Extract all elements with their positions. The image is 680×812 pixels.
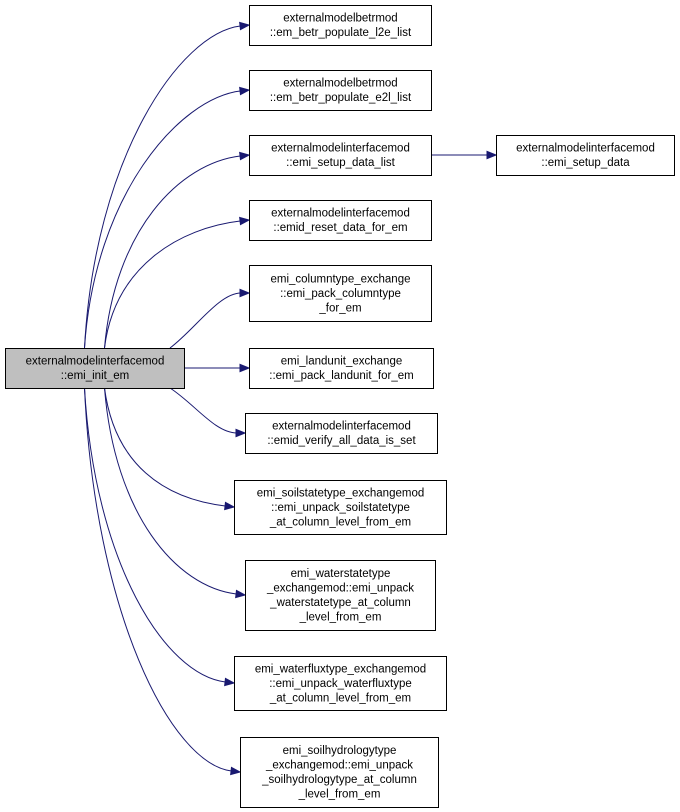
node-box	[249, 348, 434, 389]
edge-root-to-n7	[169, 387, 247, 438]
node-label-line: _level_from_em	[299, 612, 382, 624]
callee-node-n9[interactable]: emi_waterstatetype_exchangemod::emi_unpa…	[245, 560, 436, 631]
arrowhead-icon	[239, 288, 251, 298]
callee-node-n11[interactable]: emi_soilhydrologytype_exchangemod::emi_u…	[240, 737, 439, 808]
node-label-line: ::emi_pack_columntype	[280, 288, 401, 300]
callee-node-n8[interactable]: emi_soilstatetype_exchangemod::emi_unpac…	[234, 480, 447, 535]
edge-path	[104, 220, 242, 349]
node-label-line: externalmodelinterfacemod	[26, 356, 165, 368]
node-label-line: ::emi_setup_data	[541, 157, 630, 169]
edge-root-to-n5	[169, 288, 251, 349]
arrowhead-icon	[239, 216, 251, 226]
edge-layer	[84, 21, 498, 776]
node-label-line: _waterstatetype_at_column	[269, 597, 411, 609]
node-box	[249, 200, 432, 241]
arrowhead-icon	[230, 766, 242, 776]
edge-root-to-n1	[84, 21, 251, 349]
callee-node-n5[interactable]: emi_columntype_exchange::emi_pack_column…	[249, 265, 432, 322]
node-label-line: emi_landunit_exchange	[281, 356, 402, 368]
node-label-line: ::emi_pack_landunit_for_em	[269, 370, 413, 382]
node-label-line: emi_columntype_exchange	[270, 273, 410, 285]
edge-root-to-n10	[84, 387, 236, 687]
node-label-line: ::emi_unpack_waterfluxtype	[269, 678, 412, 690]
callee-node-n3b[interactable]: externalmodelinterfacemod::emi_setup_dat…	[496, 135, 675, 176]
node-box	[496, 135, 675, 176]
edge-path	[104, 155, 242, 349]
arrowhead-icon	[239, 151, 251, 161]
edge-path	[84, 387, 227, 683]
node-box	[234, 656, 447, 711]
edge-root-to-n9	[104, 387, 247, 599]
edge-root-to-n3	[104, 151, 251, 349]
node-label-line: _at_column_level_from_em	[269, 692, 411, 704]
edge-path	[84, 90, 242, 349]
node-box	[249, 70, 432, 111]
node-label-line: emi_soilstatetype_exchangemod	[257, 487, 425, 499]
node-box	[249, 265, 432, 322]
node-label-line: emi_waterfluxtype_exchangemod	[255, 663, 426, 675]
callee-node-n3[interactable]: externalmodelinterfacemod::emi_setup_dat…	[249, 135, 432, 176]
node-label-line: ::em_betr_populate_e2l_list	[270, 92, 412, 104]
node-label-line: externalmodelinterfacemod	[271, 143, 410, 155]
node-label-line: ::emid_reset_data_for_em	[273, 222, 407, 234]
callee-node-n2[interactable]: externalmodelbetrmod::em_betr_populate_e…	[249, 70, 432, 111]
node-label-line: ::emi_setup_data_list	[286, 157, 395, 169]
arrowhead-icon	[239, 363, 251, 373]
edge-path	[104, 387, 227, 507]
callee-node-n4[interactable]: externalmodelinterfacemod::emid_reset_da…	[249, 200, 432, 241]
node-box	[249, 135, 432, 176]
callee-node-n6[interactable]: emi_landunit_exchange::emi_pack_landunit…	[249, 348, 434, 389]
callee-node-n10[interactable]: emi_waterfluxtype_exchangemod::emi_unpac…	[234, 656, 447, 711]
node-box	[234, 480, 447, 535]
node-label-line: ::em_betr_populate_l2e_list	[270, 27, 412, 39]
edge-path	[84, 25, 242, 349]
node-box	[245, 413, 438, 454]
edge-path	[104, 387, 238, 595]
edge-path	[169, 292, 242, 349]
node-layer: externalmodelinterfacemod::emi_init_emex…	[5, 5, 675, 808]
node-label-line: externalmodelinterfacemod	[272, 421, 411, 433]
node-label-line: externalmodelbetrmod	[283, 13, 397, 25]
edge-root-to-n6	[184, 363, 251, 373]
callee-node-n7[interactable]: externalmodelinterfacemod::emid_verify_a…	[245, 413, 438, 454]
edge-root-to-n8	[104, 387, 236, 511]
node-label-line: externalmodelinterfacemod	[516, 143, 655, 155]
node-label-line: _at_column_level_from_em	[269, 516, 411, 528]
node-label-line: _exchangemod::emi_unpack	[266, 583, 414, 595]
node-label-line: _level_from_em	[298, 789, 381, 801]
node-label-line: emi_waterstatetype	[291, 568, 391, 580]
arrowhead-icon	[239, 21, 251, 31]
arrowhead-icon	[235, 428, 247, 438]
edge-root-to-n4	[104, 216, 251, 349]
callee-node-n1[interactable]: externalmodelbetrmod::em_betr_populate_l…	[249, 5, 432, 46]
arrowhead-icon	[224, 677, 236, 687]
root-node[interactable]: externalmodelinterfacemod::emi_init_em	[5, 348, 185, 389]
edge-n3-to-n3b	[431, 150, 498, 160]
edge-path	[169, 387, 238, 434]
node-label-line: _soilhydrologytype_at_column	[261, 774, 417, 786]
node-label-line: ::emi_unpack_soilstatetype	[271, 502, 410, 514]
node-label-line: externalmodelbetrmod	[283, 78, 397, 90]
node-label-line: externalmodelinterfacemod	[271, 208, 410, 220]
node-box	[5, 348, 185, 389]
edge-path	[84, 387, 233, 772]
node-box	[249, 5, 432, 46]
edge-root-to-n2	[84, 86, 251, 349]
arrowhead-icon	[239, 86, 251, 96]
node-label-line: ::emid_verify_all_data_is_set	[267, 435, 416, 447]
edge-root-to-n11	[84, 387, 242, 776]
node-label-line: _for_em	[318, 302, 361, 314]
arrowhead-icon	[235, 589, 247, 599]
arrowhead-icon	[486, 150, 498, 160]
node-box	[240, 737, 439, 808]
node-box	[245, 560, 436, 631]
node-label-line: _exchangemod::emi_unpack	[265, 760, 413, 772]
node-label-line: emi_soilhydrologytype	[283, 745, 397, 757]
arrowhead-icon	[224, 501, 236, 511]
node-label-line: ::emi_init_em	[61, 370, 129, 382]
